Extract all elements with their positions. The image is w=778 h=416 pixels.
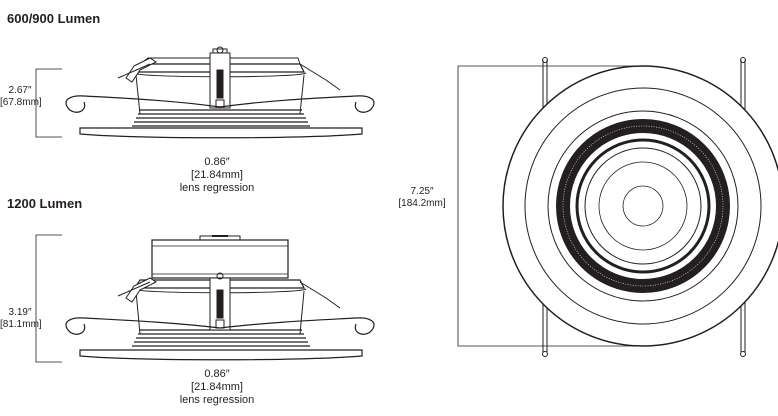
- diameter-dimension: 7.25″ [184.2mm]: [394, 186, 450, 210]
- height-dimension-600-900: 2.67″ [67.8mm]: [0, 85, 42, 109]
- height-mm-1200: [81.1mm]: [0, 319, 42, 330]
- regression-mm-1200: [21.84mm]: [191, 381, 243, 393]
- diameter-mm: [184.2mm]: [398, 198, 446, 209]
- regression-caption-600-900: 0.86″ [21.84mm] lens regression: [152, 156, 282, 195]
- title-1200-lumen: 1200 Lumen: [7, 196, 83, 211]
- regression-inch-1200: 0.86″: [204, 368, 230, 380]
- top-view: [457, 57, 778, 357]
- height-mm-600-900: [67.8mm]: [0, 97, 42, 108]
- outer-trim-ring: [502, 65, 778, 347]
- regression-note-1200: lens regression: [179, 394, 255, 406]
- regression-inch-600-900: 0.86″: [204, 156, 230, 168]
- spring-clip-600-900: [209, 46, 231, 109]
- side-view-600-900: [35, 46, 375, 139]
- height-inch-1200: 3.19″: [8, 307, 32, 318]
- height-inch-600-900: 2.67″: [8, 85, 32, 96]
- regression-caption-1200: 0.86″ [21.84mm] lens regression: [152, 368, 282, 407]
- regression-mm-600-900: [21.84mm]: [191, 169, 243, 181]
- trim-ribs-1200: [132, 329, 310, 347]
- trim-ribs-600-900: [132, 109, 310, 127]
- regression-note-600-900: lens regression: [179, 182, 255, 194]
- title-600-900-lumen: 600/900 Lumen: [7, 11, 101, 26]
- lens: [622, 185, 664, 227]
- side-view-1200: [35, 234, 375, 363]
- height-dimension-1200: 3.19″ [81.1mm]: [0, 307, 42, 331]
- diameter-inch: 7.25″: [410, 186, 434, 197]
- spring-clip-1200: [209, 272, 231, 331]
